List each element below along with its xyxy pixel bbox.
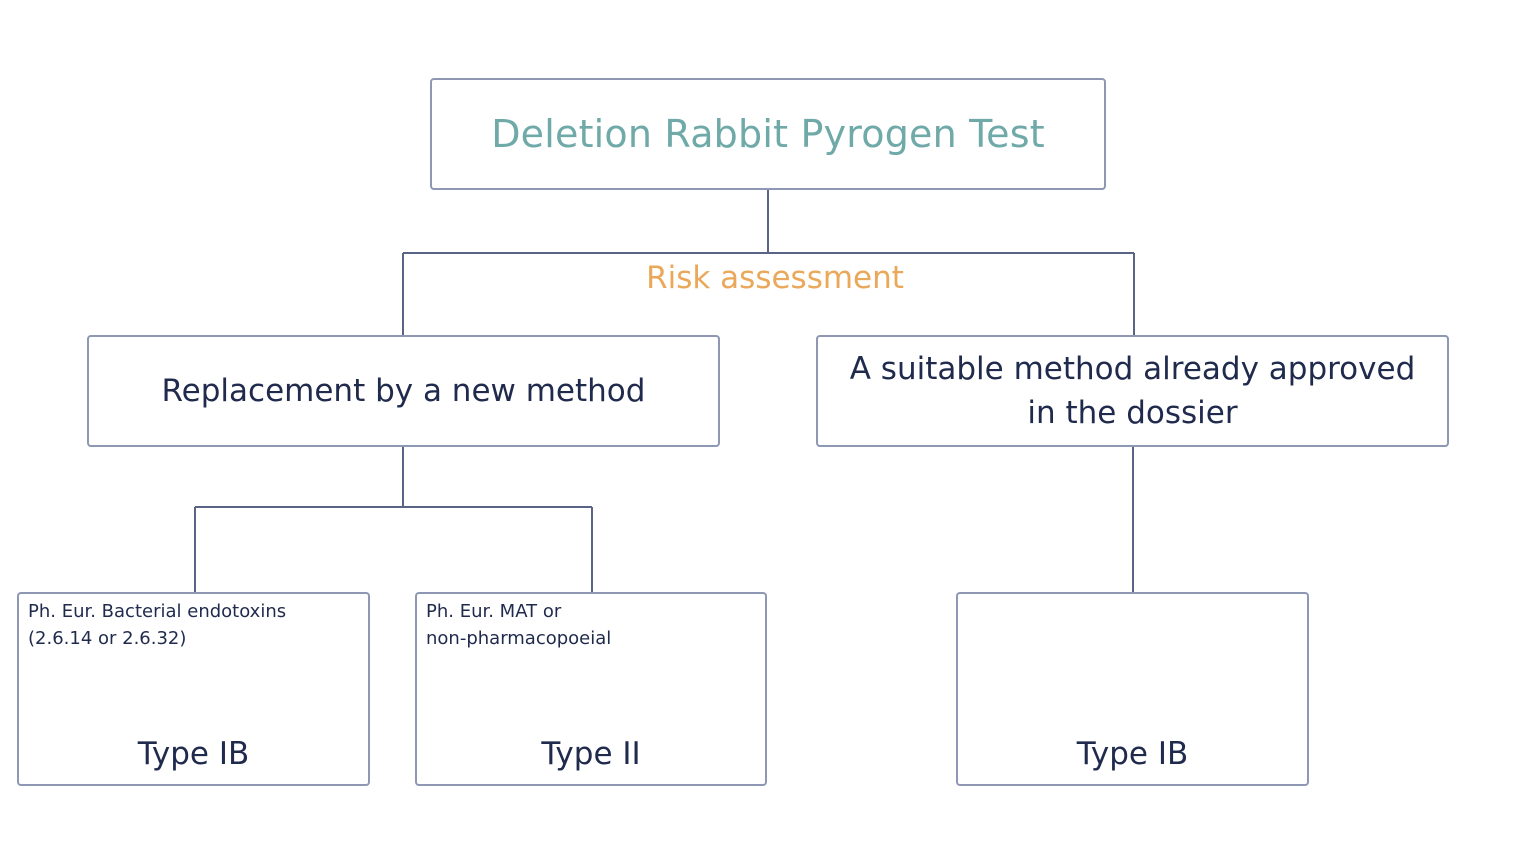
leaf-description: Ph. Eur. Bacterial endotoxins (2.6.14 or…	[28, 598, 286, 652]
leaf-type-label: Type II	[541, 736, 641, 772]
diagram-title: Deletion Rabbit Pyrogen Test	[491, 112, 1045, 156]
leaf-description-line: non-pharmacopoeial	[426, 628, 612, 649]
left-branch-box: Replacement by a new method	[87, 335, 720, 447]
right-branch-box: A suitable method already approved in th…	[816, 335, 1449, 447]
right-branch-label-line-2: in the dossier	[1027, 395, 1238, 431]
left-branch-label: Replacement by a new method	[161, 373, 646, 409]
right-branch-label: A suitable method already approved in th…	[830, 347, 1436, 435]
leaf-box-mat: Ph. Eur. MAT or non-pharmacopoeial Type …	[415, 592, 767, 786]
leaf-box-endotoxins: Ph. Eur. Bacterial endotoxins (2.6.14 or…	[17, 592, 370, 786]
title-box: Deletion Rabbit Pyrogen Test	[430, 78, 1106, 190]
leaf-type-label: Type IB	[1076, 736, 1189, 772]
leaf-description-line: Ph. Eur. MAT or	[426, 601, 562, 622]
right-branch-label-line-1: A suitable method already approved	[849, 351, 1416, 387]
leaf-description-line: (2.6.14 or 2.6.32)	[28, 628, 187, 649]
leaf-type-label: Type IB	[137, 736, 250, 772]
risk-assessment-label: Risk assessment	[646, 260, 904, 296]
leaf-box-approved-method: Type IB	[956, 592, 1309, 786]
leaf-description: Ph. Eur. MAT or non-pharmacopoeial	[426, 598, 611, 652]
leaf-description-line: Ph. Eur. Bacterial endotoxins	[28, 601, 287, 622]
